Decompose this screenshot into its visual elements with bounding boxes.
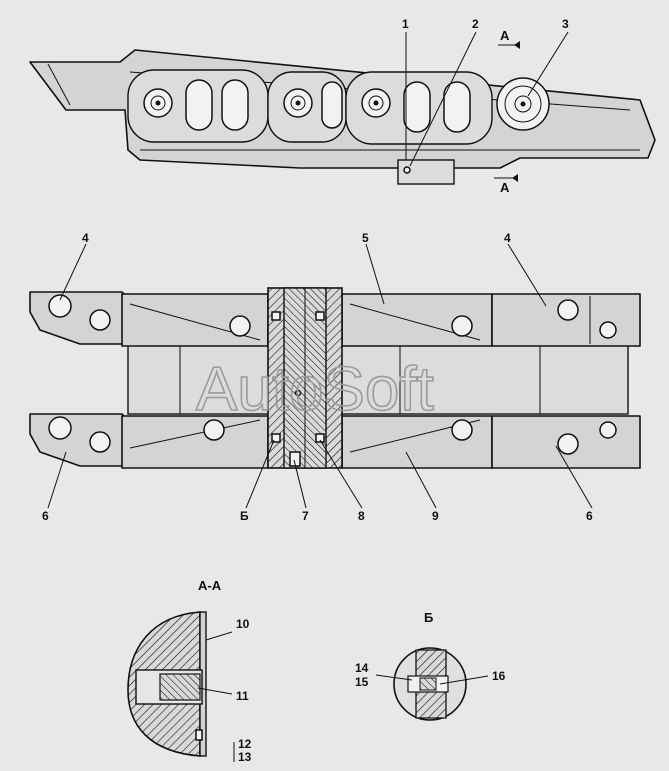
- callout-3: 3: [562, 17, 569, 31]
- chain-side-view: A A 1 2 3: [29, 17, 656, 195]
- callout-8: 8: [358, 509, 365, 523]
- section-mark-top: A: [500, 28, 510, 43]
- callout-12: 12: [238, 737, 252, 751]
- side-link-4: [496, 77, 550, 131]
- callout-15: 15: [355, 675, 369, 689]
- callout-b: Б: [240, 509, 249, 523]
- callout-5: 5: [362, 231, 369, 245]
- detail-section-b: Б 14 15 16: [355, 610, 506, 721]
- side-link-1: [127, 69, 269, 143]
- callout-10: 10: [236, 617, 250, 631]
- detail-b-title: Б: [424, 610, 433, 625]
- central-pin-section: [267, 287, 343, 469]
- callout-4-left: 4: [82, 231, 89, 245]
- callout-1: 1: [402, 17, 409, 31]
- section-marker-bottom: A: [494, 174, 518, 195]
- callout-13: 13: [238, 750, 252, 764]
- detail-aa-title: А-А: [198, 578, 222, 593]
- section-mark-bottom: A: [500, 180, 510, 195]
- chain-plan-view: 4 5 4 6 Б 7 8 9 6: [29, 231, 641, 523]
- callout-2: 2: [472, 17, 479, 31]
- callout-6-left: 6: [42, 509, 49, 523]
- callout-7: 7: [302, 509, 309, 523]
- callout-16: 16: [492, 669, 506, 683]
- watermark-text: AutoSoft: [196, 355, 434, 424]
- lower-track-row: [29, 413, 641, 469]
- section-marker-top: A: [498, 28, 520, 49]
- callout-9: 9: [432, 509, 439, 523]
- callout-14: 14: [355, 661, 369, 675]
- side-link-3: [345, 71, 493, 145]
- callout-11: 11: [236, 689, 249, 703]
- detail-section-aa: А-А 10 11 12 13: [127, 578, 252, 764]
- callout-4-right: 4: [504, 231, 511, 245]
- callout-6-right: 6: [586, 509, 593, 523]
- upper-track-row: [29, 291, 641, 347]
- side-link-2: [267, 71, 347, 143]
